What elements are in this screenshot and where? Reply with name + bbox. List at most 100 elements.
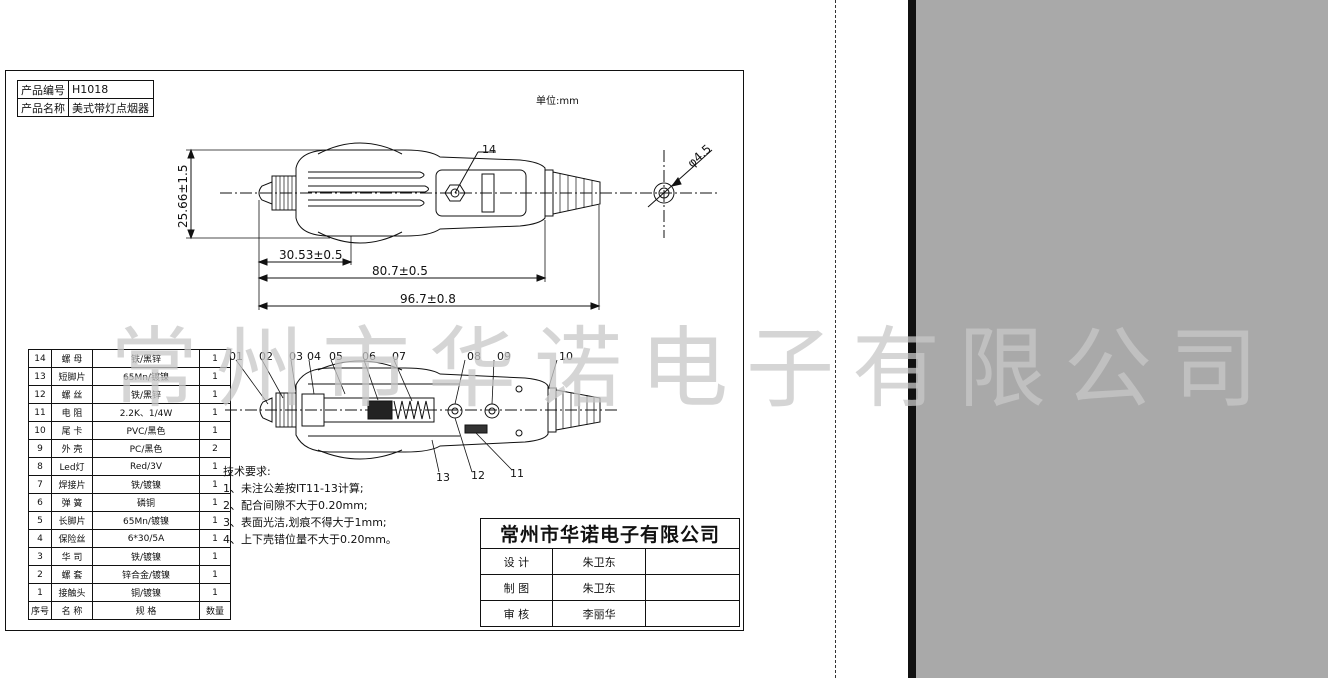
title-row: 设 计 朱卫东 [480, 548, 740, 575]
parts-cell-no: 10 [28, 421, 52, 440]
parts-cell-name: 焊接片 [51, 475, 93, 494]
callout-12: 12 [471, 469, 485, 482]
title-row: 制 图 朱卫东 [480, 574, 740, 601]
callout-14-leader [454, 151, 479, 194]
callout-10: 10 [559, 350, 573, 363]
callout-01: 01 [229, 350, 243, 363]
parts-cell-no: 8 [28, 457, 52, 476]
callout-04: 04 [307, 350, 321, 363]
groove-middle [308, 185, 429, 193]
dim-hole-label: φ4.5 [685, 142, 714, 170]
callout-13: 13 [436, 471, 450, 484]
drawing-frame [5, 70, 744, 631]
nut-hole [450, 188, 460, 198]
callout-11: 11 [510, 467, 524, 480]
callout-02: 02 [259, 350, 273, 363]
parts-cell-no: 5 [28, 511, 52, 530]
parts-cell-name: Led灯 [51, 457, 93, 476]
parts-header-name: 名 称 [51, 601, 93, 620]
callout-09: 09 [497, 350, 511, 363]
parts-header-qty: 数量 [199, 601, 231, 620]
parts-cell-spec: 铁/镀镍 [92, 475, 200, 494]
technical-requirements: 技术要求: 1、未注公差按IT11-13计算; 2、配合间隙不大于0.20mm;… [223, 463, 397, 548]
title-row-empty [645, 600, 740, 627]
parts-cell-spec: 铁/黑锌 [92, 349, 200, 368]
horizontal-dimensions [257, 200, 601, 310]
slot-feature [481, 173, 495, 213]
section-bottom-callouts: 13 12 11 [436, 467, 524, 484]
parts-cell-qty: 1 [199, 385, 231, 404]
parts-cell-spec: 铜/镀镍 [92, 583, 200, 602]
section-top-callouts: 01 02 03 04 05 06 07 08 09 10 [229, 350, 573, 363]
dim-b-label: 80.7±0.5 [372, 264, 428, 278]
product-name-value: 美式带灯点烟器 [68, 98, 154, 117]
parts-cell-name: 弹 簧 [51, 493, 93, 512]
nut-hex [444, 184, 466, 202]
parts-cell-name: 接触头 [51, 583, 93, 602]
parts-cell-spec: 锌合金/镀镍 [92, 565, 200, 584]
section-view-assembly [225, 360, 620, 460]
parts-cell-spec: PVC/黑色 [92, 421, 200, 440]
parts-cell-name: 螺 丝 [51, 385, 93, 404]
title-row-label: 制 图 [480, 574, 553, 601]
tech-item: 4、上下壳错位量不大于0.20mm。 [223, 533, 397, 546]
title-block: 常州市华诺电子有限公司 设 计 朱卫东 制 图 朱卫东 审 核 李丽华 [480, 518, 740, 627]
unit-note: 单位:mm [536, 96, 579, 107]
parts-header-spec: 规 格 [92, 601, 200, 620]
product-code-value: H1018 [68, 80, 154, 99]
parts-cell-spec: 磷铜 [92, 493, 200, 512]
callout-07: 07 [392, 350, 406, 363]
parts-cell-name: 螺 母 [51, 349, 93, 368]
tech-title: 技术要求: [223, 465, 271, 478]
parts-cell-qty: 1 [199, 367, 231, 386]
parts-cell-no: 11 [28, 403, 52, 422]
lower-grip-arc [317, 231, 403, 244]
parts-cell-no: 13 [28, 367, 52, 386]
parts-cell-spec: PC/黑色 [92, 439, 200, 458]
upper-grip-arc [317, 142, 403, 155]
parts-cell-spec: Red/3V [92, 457, 200, 476]
title-row-label: 审 核 [480, 600, 553, 627]
parts-cell-no: 3 [28, 547, 52, 566]
product-info-table: 产品编号 H1018 产品名称 美式带灯点烟器 [17, 80, 154, 117]
parts-cell-qty: 2 [199, 439, 231, 458]
title-row: 审 核 李丽华 [480, 600, 740, 627]
dim-c-label: 96.7±0.8 [400, 292, 456, 306]
parts-cell-name: 保险丝 [51, 529, 93, 548]
dim-a-label: 30.53±0.5 [279, 248, 343, 262]
parts-cell-no: 4 [28, 529, 52, 548]
sheet-edge-dashed-line [835, 0, 836, 678]
parts-cell-spec: 65Mn/镀镍 [92, 511, 200, 530]
parts-cell-spec: 2.2K、1/4W [92, 403, 200, 422]
parts-cell-name: 华 司 [51, 547, 93, 566]
parts-cell-spec: 65Mn/镀镍 [92, 367, 200, 386]
callout-03: 03 [289, 350, 303, 363]
title-row-empty [645, 548, 740, 575]
parts-cell-qty: 1 [199, 349, 231, 368]
title-row-name: 朱卫东 [551, 548, 647, 575]
parts-cell-no: 6 [28, 493, 52, 512]
callout-06: 06 [362, 350, 376, 363]
parts-header-no: 序号 [28, 601, 52, 620]
section-callout-leaders [235, 359, 558, 473]
groove-upper [308, 171, 425, 179]
parts-cell-name: 短脚片 [51, 367, 93, 386]
parts-cell-name: 尾 卡 [51, 421, 93, 440]
top-view-assembly [220, 142, 720, 244]
parts-cell-name: 电 阻 [51, 403, 93, 422]
parts-cell-no: 7 [28, 475, 52, 494]
parts-cell-no: 9 [28, 439, 52, 458]
title-row-name: 李丽华 [551, 600, 647, 627]
